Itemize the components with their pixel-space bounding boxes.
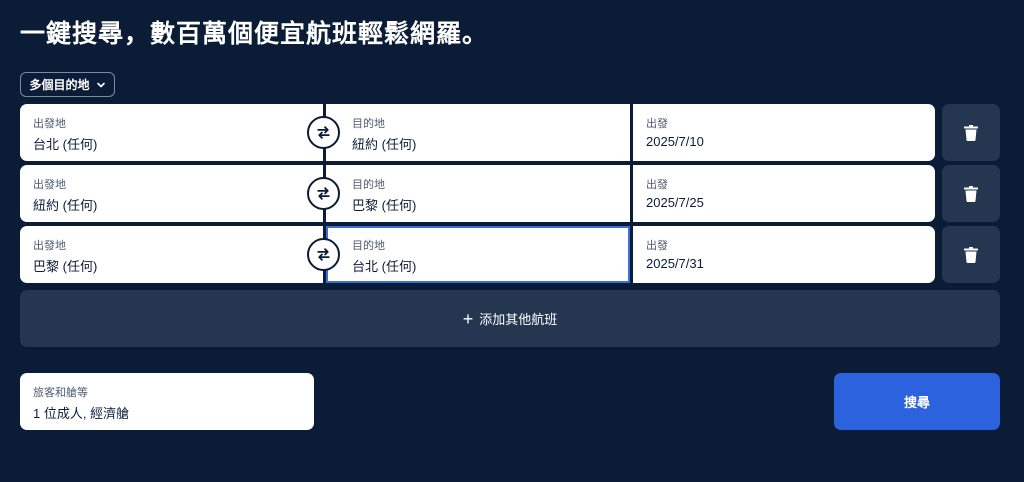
swap-arrows-icon: [317, 187, 330, 200]
swap-button[interactable]: [307, 238, 340, 271]
swap-arrows-icon: [317, 248, 330, 261]
destination-value: 紐約 (任何): [352, 137, 417, 152]
origin-label: 出發地: [33, 118, 66, 130]
destination-label: 目的地: [352, 179, 385, 191]
search-button[interactable]: 搜尋: [834, 373, 1000, 430]
origin-label: 出發地: [33, 179, 66, 191]
swap-button[interactable]: [307, 177, 340, 210]
delete-leg-button[interactable]: [942, 165, 1000, 222]
trip-type-dropdown[interactable]: 多個目的地: [20, 72, 115, 97]
departure-date-field[interactable]: 出發 2025/7/31: [633, 226, 935, 283]
add-flight-label: 添加其他航班: [479, 312, 558, 327]
passengers-value: 1 位成人, 經濟艙: [33, 406, 130, 421]
departure-date-field[interactable]: 出發 2025/7/25: [633, 165, 935, 222]
trash-icon: [964, 185, 978, 202]
flight-leg-3: 出發地 巴黎 (任何) 目的地 台北 (任何) 出發 2025/7/31: [20, 226, 1000, 283]
destination-value: 巴黎 (任何): [352, 198, 417, 213]
departure-value: 2025/7/10: [646, 134, 704, 149]
origin-field[interactable]: 出發地 台北 (任何): [20, 104, 323, 161]
destination-value: 台北 (任何): [352, 259, 417, 274]
trash-icon: [964, 246, 978, 263]
passengers-cabin-field[interactable]: 旅客和艙等 1 位成人, 經濟艙: [20, 373, 314, 430]
trip-type-value: 多個目的地: [29, 78, 90, 92]
plus-icon: +: [462, 308, 474, 329]
departure-label: 出發: [646, 179, 668, 191]
departure-label: 出發: [646, 240, 668, 252]
departure-value: 2025/7/31: [646, 256, 704, 271]
origin-value: 台北 (任何): [33, 137, 98, 152]
origin-label: 出發地: [33, 240, 66, 252]
departure-value: 2025/7/25: [646, 195, 704, 210]
chevron-down-icon: [96, 82, 105, 87]
origin-field[interactable]: 出發地 巴黎 (任何): [20, 226, 323, 283]
add-flight-button[interactable]: + 添加其他航班: [20, 290, 1000, 347]
swap-arrows-icon: [317, 126, 330, 139]
swap-button[interactable]: [307, 116, 340, 149]
delete-leg-button[interactable]: [942, 226, 1000, 283]
destination-field[interactable]: 目的地 紐約 (任何): [326, 104, 630, 161]
departure-label: 出發: [646, 118, 668, 130]
destination-field[interactable]: 目的地 巴黎 (任何): [326, 165, 630, 222]
destination-field[interactable]: 目的地 台北 (任何): [326, 226, 630, 283]
passengers-label: 旅客和艙等: [33, 387, 88, 399]
departure-date-field[interactable]: 出發 2025/7/10: [633, 104, 935, 161]
destination-label: 目的地: [352, 118, 385, 130]
trash-icon: [964, 124, 978, 141]
destination-label: 目的地: [352, 240, 385, 252]
delete-leg-button[interactable]: [942, 104, 1000, 161]
flight-leg-2: 出發地 紐約 (任何) 目的地 巴黎 (任何) 出發 2025/7/25: [20, 165, 1000, 222]
origin-value: 紐約 (任何): [33, 198, 98, 213]
origin-field[interactable]: 出發地 紐約 (任何): [20, 165, 323, 222]
page-title: 一鍵搜尋，數百萬個便宜航班輕鬆網羅。: [20, 19, 489, 48]
flight-leg-1: 出發地 台北 (任何) 目的地 紐約 (任何) 出發 2025/7/10: [20, 104, 1000, 161]
origin-value: 巴黎 (任何): [33, 259, 98, 274]
